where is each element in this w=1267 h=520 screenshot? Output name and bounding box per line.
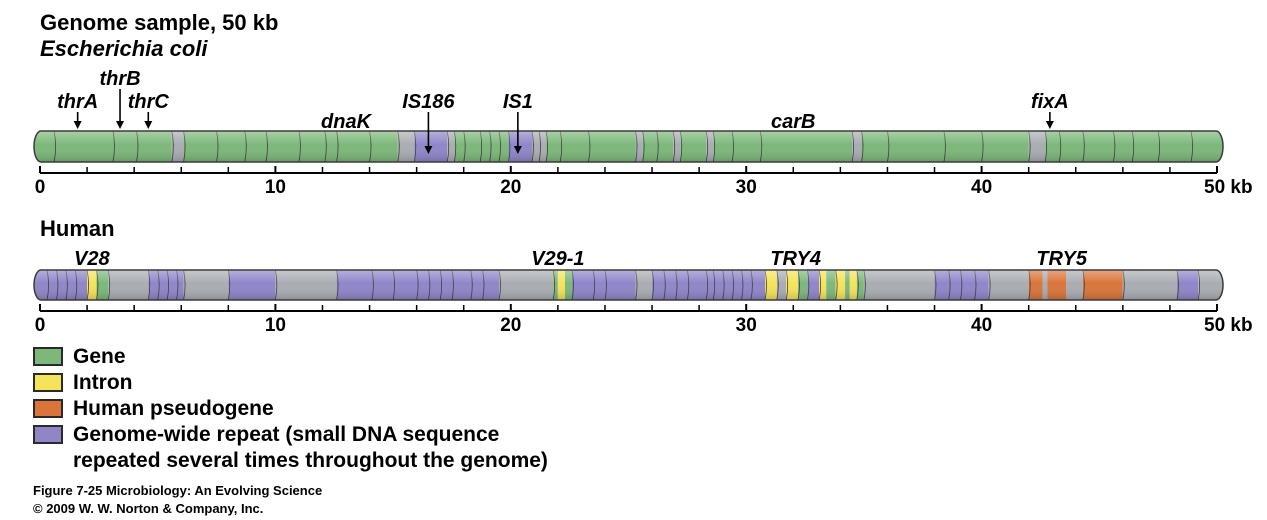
- organism-name: Escherichia coli: [40, 36, 208, 61]
- tick-label: 20: [500, 315, 521, 336]
- tick-label: 10: [265, 315, 286, 336]
- arrow-head: [424, 146, 433, 154]
- tick-label: 40: [971, 177, 992, 198]
- bar-shading: [34, 270, 1223, 300]
- gene-label: V29-1: [531, 248, 584, 270]
- legend-item-gene: Gene: [33, 344, 548, 370]
- legend-label: Gene: [73, 345, 126, 368]
- chromosome-bar: [34, 131, 1223, 162]
- copyright-line: © 2009 W. W. Norton & Company, Inc.: [33, 501, 264, 516]
- gene-label: carB: [771, 111, 815, 133]
- tick-label: 0: [35, 177, 46, 198]
- tick-label: 0: [35, 315, 46, 336]
- legend: Gene Intron Human pseudogene Genome-wide…: [33, 344, 548, 473]
- chromosome-outline: [33, 130, 1224, 163]
- arrow-head: [1045, 121, 1054, 129]
- arrow-head: [144, 121, 153, 129]
- arrow-head: [73, 121, 82, 129]
- chromosome-bar: [34, 270, 1223, 300]
- diagram-title: Genome sample, 50 kb: [40, 10, 279, 35]
- gene-label: fixA: [1031, 91, 1069, 113]
- legend-item-pseudogene: Human pseudogene: [33, 396, 548, 422]
- pseudogene-swatch: [33, 399, 63, 418]
- chromosome-outline: [33, 269, 1224, 301]
- legend-item-intron: Intron: [33, 370, 548, 396]
- arrow-head: [513, 146, 522, 154]
- gene-label: thrC: [128, 91, 170, 113]
- gene-label: IS186: [402, 91, 455, 113]
- legend-label: Genome-wide repeat (small DNA sequence: [73, 423, 500, 446]
- gene-label: TRY5: [1036, 248, 1088, 270]
- tick-label: 50 kb: [1204, 177, 1253, 198]
- tick-label: 30: [736, 177, 757, 198]
- gene-label: V28: [74, 248, 110, 270]
- tick-label: 20: [500, 177, 521, 198]
- tick-label: 10: [265, 177, 286, 198]
- tick-label: 30: [736, 315, 757, 336]
- gene-label: TRY4: [770, 248, 821, 270]
- arrow-head: [116, 121, 125, 129]
- gene-label: IS1: [503, 91, 533, 113]
- gene-label: thrA: [57, 91, 98, 113]
- gene-swatch: [33, 347, 63, 366]
- human-title: Human: [40, 216, 115, 241]
- repeat-swatch: [33, 425, 63, 444]
- intron-swatch: [33, 373, 63, 392]
- tick-label: 50 kb: [1204, 315, 1253, 336]
- bar-shading: [34, 131, 1223, 162]
- legend-label: Human pseudogene: [73, 397, 274, 420]
- legend-label-continued: repeated several times throughout the ge…: [73, 449, 548, 472]
- tick-label: 40: [971, 315, 992, 336]
- figure-caption: Figure 7-25 Microbiology: An Evolving Sc…: [33, 483, 323, 498]
- gene-label: dnaK: [321, 111, 373, 133]
- legend-item-repeat: Genome-wide repeat (small DNA sequence: [33, 422, 548, 448]
- legend-label: Intron: [73, 371, 133, 394]
- gene-label: thrB: [99, 68, 140, 90]
